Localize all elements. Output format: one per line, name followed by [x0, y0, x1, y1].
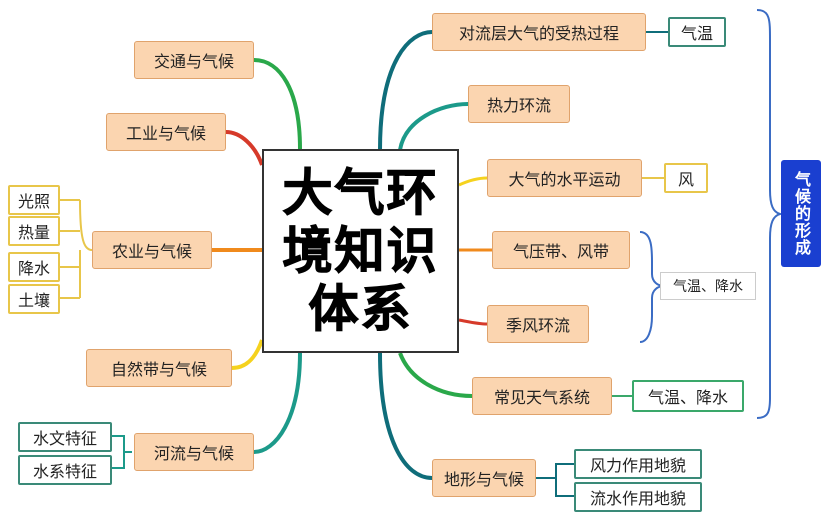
leaf-water-landform: 流水作用地貌: [574, 482, 702, 512]
center-title: 大气环境知识体系: [282, 164, 439, 339]
link-l2: [225, 130, 264, 166]
link-agri: [60, 199, 93, 299]
link-r5: [458, 318, 488, 326]
branch-industry: 工业与气候: [106, 113, 226, 151]
climate-formation-box: 气候的形成: [781, 160, 821, 267]
link-r3: [458, 176, 488, 187]
leaf-sunlight: 光照: [8, 185, 60, 215]
branch-horizontal-motion: 大气的水平运动: [487, 159, 642, 197]
branch-river: 河流与气候: [134, 433, 254, 471]
link-r6: [398, 352, 473, 398]
leaf-drainage: 水系特征: [18, 455, 112, 485]
leaf-wind: 风: [664, 163, 708, 193]
link-l4: [231, 339, 264, 370]
group-temp-precip: 气温、降水: [660, 272, 756, 300]
branch-agriculture: 农业与气候: [92, 231, 212, 269]
branch-monsoon: 季风环流: [487, 305, 589, 343]
leaf-temp-precip: 气温、降水: [632, 380, 744, 412]
link-r1: [378, 30, 433, 151]
leaf-hydrology: 水文特征: [18, 422, 112, 452]
leaf-heat: 热量: [8, 216, 60, 246]
leaf-precip: 降水: [8, 252, 60, 282]
leaf-temperature: 气温: [668, 17, 726, 47]
branch-thermal-circulation: 热力环流: [468, 85, 570, 123]
branch-weather-systems: 常见天气系统: [472, 377, 612, 415]
bracket-formation: [756, 9, 784, 419]
link-river: [112, 435, 132, 469]
link-l1: [253, 58, 302, 150]
leaf-wind-landform: 风力作用地貌: [574, 449, 702, 479]
branch-transport: 交通与气候: [134, 41, 254, 79]
center-node: 大气环境知识体系: [262, 149, 459, 353]
link-r7-leaf: [536, 463, 574, 497]
branch-convection-heating: 对流层大气的受热过程: [432, 13, 646, 51]
link-l5: [253, 352, 302, 454]
branch-terrain: 地形与气候: [432, 459, 536, 497]
link-r7: [378, 352, 433, 480]
branch-pressure-wind-belts: 气压带、风带: [492, 231, 630, 269]
leaf-soil: 土壤: [8, 284, 60, 314]
link-r2: [398, 102, 469, 151]
branch-natural-zone: 自然带与气候: [86, 349, 232, 387]
